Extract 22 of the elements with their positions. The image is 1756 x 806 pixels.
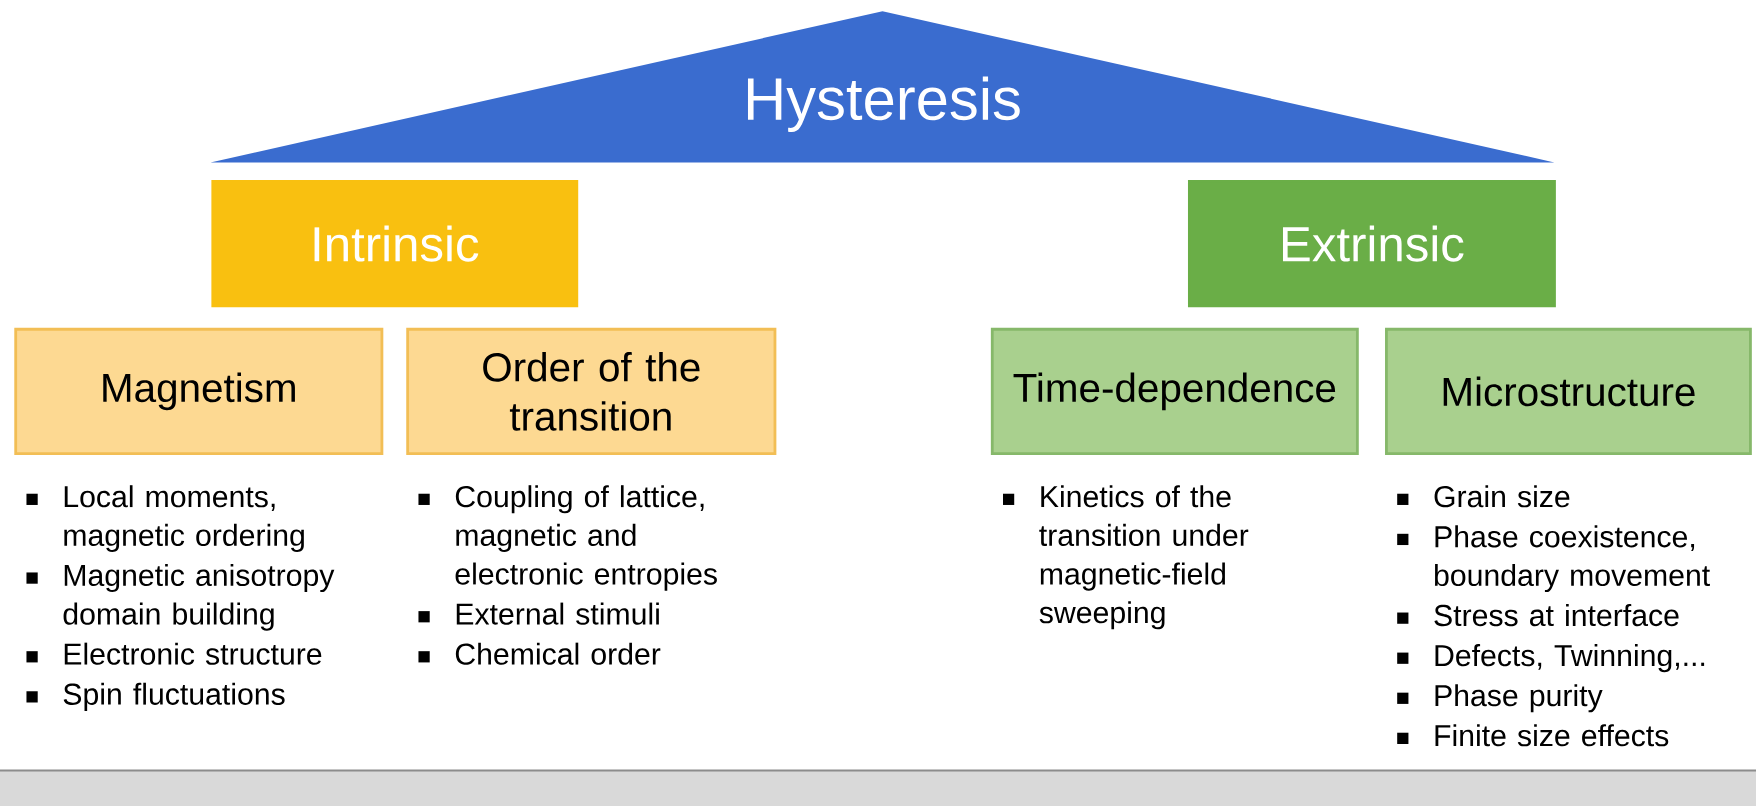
bullet-item: Chemical order [418, 642, 661, 665]
subcategory-box: Microstructure [1385, 327, 1752, 455]
bullet-item: Defects, Twinning,... [1397, 643, 1705, 673]
category-box: Intrinsic [211, 179, 579, 307]
bullet-item: Phase purity [1397, 683, 1603, 713]
bullet-item: External stimuli [418, 602, 659, 625]
bullet-item: Stress at interface [1397, 603, 1679, 626]
bullet-item: Phase coexistence, boundary movement [1397, 525, 1710, 592]
bullet-item: Coupling of lattice, magnetic and electronic entropies [418, 485, 717, 591]
bullet-item: Local moments, magnetic ordering [26, 485, 304, 552]
subcategory-box: Time-dependence [990, 327, 1359, 455]
bullet-item: Grain size [1397, 485, 1570, 508]
bullet-item: Magnetic anisotropy domain building [26, 563, 335, 631]
base-bar [0, 769, 1756, 806]
bullet-item: Spin fluctuations [26, 682, 285, 711]
subcategory-box: Magnetism [14, 327, 384, 455]
bullet-item: Finite size effects [1397, 724, 1669, 747]
category-box: Extrinsic [1187, 179, 1556, 307]
bullet-item: Kinetics of the transition under magnetic-field sweeping [1002, 485, 1249, 630]
subcategory-box: Order of the transition [406, 327, 777, 455]
bullet-item: Electronic structure [26, 642, 322, 665]
triangle-banner: Hysteresis [210, 11, 1555, 163]
